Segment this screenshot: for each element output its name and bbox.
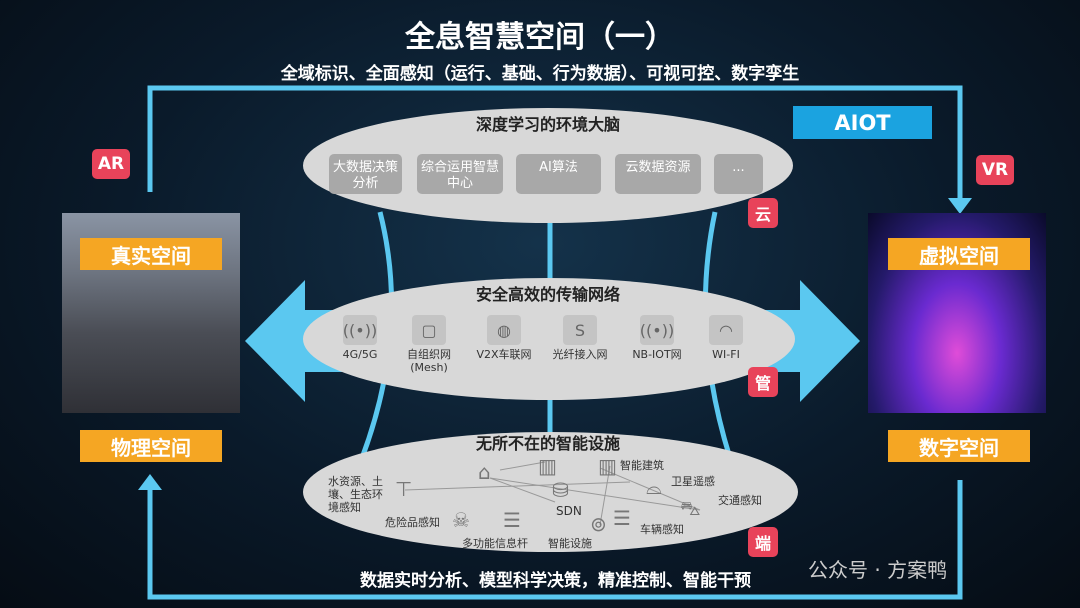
hazard-label: 危险品感知 (385, 516, 440, 529)
network-item: ◠WI-FI (692, 315, 760, 361)
vehicle-label: 车辆感知 (640, 523, 684, 536)
digital-space-label: 数字空间 (888, 430, 1030, 462)
database-icon: ⛁ (552, 478, 569, 502)
cloud-item: 综合运用智慧中心 (417, 154, 503, 194)
satellite-icon: ⌓ (646, 475, 662, 499)
antenna-icon: ((•)) (343, 315, 377, 345)
edge-layer-title: 无所不在的智能设施 (475, 434, 620, 453)
trash-icon: ⊚ (590, 512, 607, 536)
pipe-badge: 管 (748, 367, 778, 397)
house-icon: ⌂ (478, 460, 491, 484)
aiot-label: AIOT (793, 106, 932, 139)
network-item: ((•))4G/5G (326, 315, 394, 361)
server-icon: ☰ (503, 508, 521, 532)
satellite-label: 卫星遥感 (671, 475, 715, 488)
physical-space-label: 物理空间 (80, 430, 222, 462)
skull-icon: ☠ (452, 508, 470, 532)
wifi-icon: ◠ (709, 315, 743, 345)
watermark: 公众号 · 方案鸭 (808, 558, 948, 582)
cloud-item: 云数据资源 (615, 154, 701, 194)
cloud-item: AI算法 (516, 154, 601, 194)
facility-label: 智能设施 (548, 537, 592, 550)
cloud-item: ... (714, 154, 763, 194)
sdn-label: SDN (556, 504, 582, 518)
vr-badge: VR (976, 155, 1014, 185)
traffic-label: 交通感知 (718, 494, 762, 507)
network-item: ((•))NB-IOT网 (623, 315, 691, 361)
ar-badge: AR (92, 149, 130, 179)
network-item: ▢自组织网(Mesh) (395, 315, 463, 374)
pole-label: 多功能信息杆 (462, 537, 528, 550)
server-icon: ☰ (613, 506, 631, 530)
building-icon: ▥ (538, 454, 557, 478)
edge-badge: 端 (748, 527, 778, 557)
network-item: ◍V2X车联网 (470, 315, 538, 361)
globe-icon: ◍ (487, 315, 521, 345)
faucet-icon: ⊤ (395, 477, 413, 501)
fiber-icon: S (563, 315, 597, 345)
cloud-badge: 云 (748, 198, 778, 228)
virtual-space-label: 虚拟空间 (888, 238, 1030, 270)
antenna-icon: ((•)) (640, 315, 674, 345)
network-layer-title: 安全高效的传输网络 (475, 285, 620, 304)
subtitle: 全域标识、全面感知（运行、基础、行为数据）、可视可控、数字孪生 (280, 64, 800, 84)
water-sensing-label: 水资源、土壤、生态环境感知 (328, 475, 383, 514)
mesh-icon: ▢ (412, 315, 446, 345)
smart-building-label: 智能建筑 (620, 459, 664, 472)
cloud-layer-title: 深度学习的环境大脑 (475, 115, 620, 134)
bottom-caption: 数据实时分析、模型科学决策，精准控制、智能干预 (360, 571, 751, 591)
building-icon: ▥ (598, 454, 617, 478)
page-title: 全息智慧空间（一） (405, 20, 675, 55)
real-space-label: 真实空间 (80, 238, 222, 270)
edge-layer-ellipse (303, 432, 798, 552)
cloud-item: 大数据决策分析 (329, 154, 402, 194)
car-icon: ⛍ (680, 496, 701, 520)
